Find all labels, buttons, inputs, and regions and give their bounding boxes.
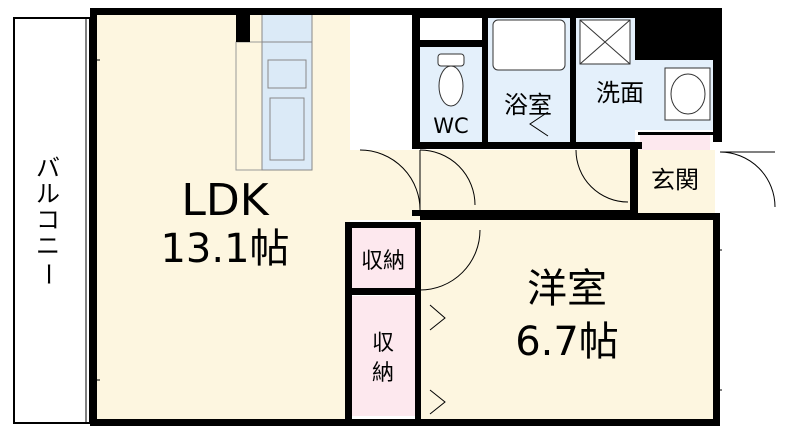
balcony-label-5: ー	[34, 262, 62, 286]
kitchen-sink	[269, 97, 305, 161]
balcony-area	[13, 17, 91, 424]
washer-x2	[579, 19, 631, 65]
wc-label: WC	[433, 114, 468, 138]
western-room-floor	[420, 220, 715, 422]
storage-upper	[350, 228, 415, 288]
storage-lower-label-2: 納	[372, 361, 394, 386]
kitchen-stove	[267, 59, 307, 89]
ldk-name: LDK	[181, 175, 269, 226]
entrance-label: 玄関	[651, 166, 699, 194]
walls	[90, 8, 722, 426]
ldk-size: 13.1帖	[160, 226, 289, 272]
washroom-label: 洗面	[596, 79, 644, 107]
balcony-label-4: ニ	[36, 232, 60, 260]
wash-basin-bowl	[670, 73, 706, 115]
ldk-floor-lower	[350, 150, 420, 220]
entrance-floor	[635, 150, 715, 215]
storage-upper-label: 収納	[361, 249, 405, 274]
storage-lower-label-1: 収	[372, 331, 394, 356]
thin-lines	[91, 59, 722, 391]
bath-label: 浴室	[504, 91, 552, 119]
storage-lower	[350, 296, 415, 416]
kitchen-pillar	[236, 14, 250, 42]
bathtub	[492, 19, 566, 71]
western-room-name: 洋室	[527, 266, 607, 312]
kitchen-counter	[235, 41, 263, 171]
corridor-floor	[420, 150, 635, 220]
toilet-bowl	[438, 65, 464, 107]
entrance-step	[640, 133, 710, 150]
western-room-size: 6.7帖	[515, 319, 619, 365]
balcony-label-1: バ	[36, 154, 60, 182]
balcony-label-3: コ	[36, 206, 60, 234]
doors	[359, 111, 776, 415]
toilet-tank	[437, 53, 465, 67]
balcony-label-2: ル	[36, 180, 60, 208]
